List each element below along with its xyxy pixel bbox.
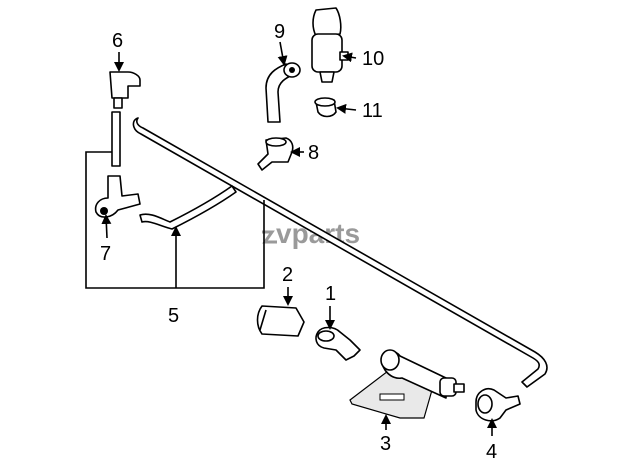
callout-5: 5 [168, 305, 179, 327]
nozzle-1 [315, 326, 361, 361]
grommet-11 [314, 97, 337, 118]
leader-lines [101, 41, 497, 436]
callout-6: 6 [112, 30, 123, 52]
washer-pump-10 [311, 7, 349, 83]
callout-10: 10 [362, 48, 384, 70]
short-hose [139, 185, 237, 230]
callout-8: 8 [308, 142, 319, 164]
callout-9: 9 [274, 21, 285, 43]
callout-1: 1 [325, 283, 336, 305]
elbow-connector-6 [109, 71, 141, 109]
callout-4: 4 [486, 441, 497, 463]
cover-cap-2 [256, 305, 305, 337]
tee-connector-7 [94, 175, 141, 218]
elbow-4 [475, 387, 521, 422]
connector-tube [111, 111, 121, 167]
bracket-lines [85, 151, 265, 289]
callout-3: 3 [380, 433, 391, 455]
connector-8 [257, 137, 294, 171]
curved-hose-9 [265, 62, 301, 123]
callout-11: 11 [362, 100, 383, 122]
callout-2: 2 [282, 264, 293, 286]
bracket-assembly-3 [349, 349, 465, 419]
long-hose [132, 117, 548, 388]
callout-7: 7 [100, 243, 111, 265]
